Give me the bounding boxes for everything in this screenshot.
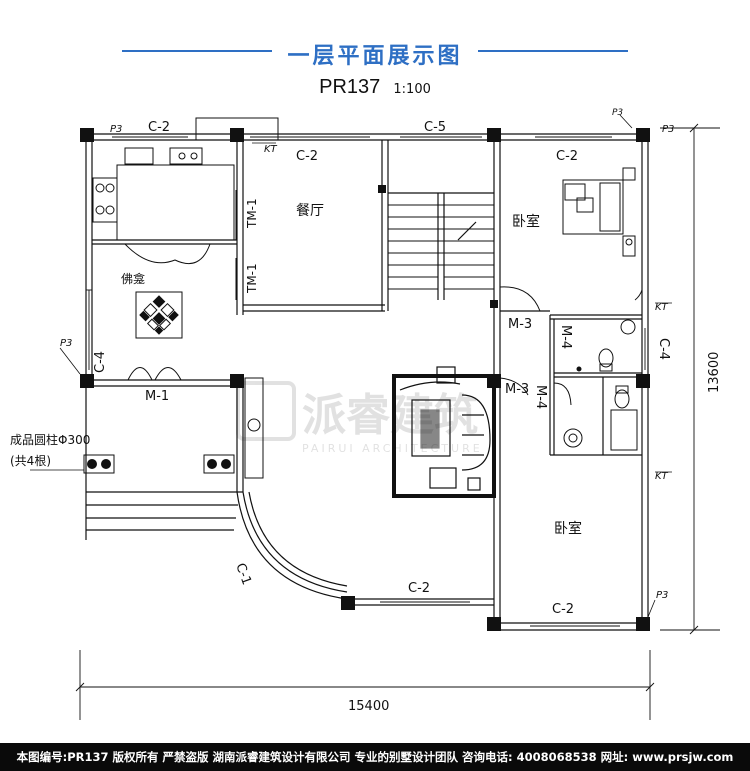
kitchen-island xyxy=(116,164,235,241)
door-tm1-upper: TM-1 xyxy=(245,198,259,229)
window-c2-bed-top: C-2 xyxy=(556,149,578,164)
porch-round-columns xyxy=(83,454,235,474)
dimension-lines xyxy=(75,123,720,720)
plan-scale: 1:100 xyxy=(393,82,431,97)
title-rule-right xyxy=(478,50,628,52)
watermark-logo-icon xyxy=(236,381,296,441)
washbasin-icon xyxy=(620,319,636,335)
dimension-height: 13600 xyxy=(707,352,722,393)
plan-code-row: PR137 1:100 xyxy=(0,76,750,99)
door-m4-lower: M-4 xyxy=(533,385,548,409)
marker-kt-right-upper: KT xyxy=(655,302,669,313)
leader-lines xyxy=(30,114,672,618)
room-shrine: 佛龛 xyxy=(121,272,145,286)
floor-plan: 派睿建筑 PAIRUI ARCHITECTURE xyxy=(10,108,722,720)
stair-treads xyxy=(388,204,494,290)
bay-arc-inner2 xyxy=(248,491,348,587)
window-c2-bottom: C-2 xyxy=(408,581,430,596)
window-c2-bed-bottom: C-2 xyxy=(552,602,574,617)
room-dining: 餐厅 xyxy=(296,203,324,219)
marker-p3-left: P3 xyxy=(60,338,72,349)
stair-arrow-icon xyxy=(457,221,477,241)
watermark-cn: 派睿建筑 xyxy=(302,390,478,441)
shrine-icon xyxy=(135,291,183,339)
toilet2-icon xyxy=(614,389,630,409)
kitchen-fixtures xyxy=(92,147,235,264)
door-m3-lower: M-3 xyxy=(505,382,529,397)
basin2-icon xyxy=(563,428,583,448)
bathroom-fixtures xyxy=(563,319,638,451)
window-c4-left: C-4 xyxy=(93,351,108,373)
labels: 餐厅 卧室 卧室 佛龛 C-2 C-5 C-2 C-2 C-2 C-2 C-4 … xyxy=(10,108,722,714)
marker-kt-top: KT xyxy=(264,144,278,155)
window-c1-curve: C-1 xyxy=(232,561,254,587)
door-tm1-lower: TM-1 xyxy=(245,263,259,294)
window-c2-kitchen: C-2 xyxy=(296,149,318,164)
marker-p3-top-left: P3 xyxy=(110,124,122,135)
marker-p3-top-right-small: P3 xyxy=(612,108,623,118)
column-note-line2: (共4根) xyxy=(10,454,51,468)
bay-arc-inner xyxy=(242,491,348,593)
marker-p3-bottom-right: P3 xyxy=(656,590,668,601)
dining-curve xyxy=(124,243,211,264)
shower-icon xyxy=(610,409,638,451)
column-note-line1: 成品圆柱Φ300 xyxy=(10,432,90,447)
stove-icon xyxy=(92,177,118,223)
sofa-icon xyxy=(392,366,496,498)
footer-bar: 本图编号:PR137 版权所有 严禁盗版 湖南派睿建筑设计有限公司 专业的别墅设… xyxy=(0,743,750,771)
sink-icon xyxy=(124,147,154,165)
room-bedroom-bottom: 卧室 xyxy=(554,520,582,537)
room-bedroom-top: 卧室 xyxy=(512,213,540,230)
page-title: 一层平面展示图 xyxy=(287,44,463,69)
bed-icon xyxy=(562,167,636,257)
dimension-width: 15400 xyxy=(348,699,389,714)
windows xyxy=(86,133,646,627)
marker-kt-right-lower: KT xyxy=(655,471,669,482)
bay-arc-outer xyxy=(236,491,348,600)
page-title-wrap: 一层平面展示图 xyxy=(0,38,750,70)
door-m1-icon xyxy=(127,367,182,381)
marker-p3-top-right: P3 xyxy=(662,124,674,135)
window-c5-top: C-5 xyxy=(424,120,446,135)
door-m4-upper: M-4 xyxy=(558,325,573,349)
door-m3-upper: M-3 xyxy=(508,317,532,332)
window-c4-right: C-4 xyxy=(656,338,671,360)
plan-code: PR137 xyxy=(319,76,381,98)
toilet-icon xyxy=(598,348,614,368)
title-rule-left xyxy=(122,50,272,52)
sink2-icon xyxy=(169,147,203,165)
window-c2-topleft: C-2 xyxy=(148,120,170,135)
door-m1: M-1 xyxy=(145,389,169,404)
door-swings xyxy=(499,286,643,406)
watermark: 派睿建筑 PAIRUI ARCHITECTURE xyxy=(236,381,480,455)
columns xyxy=(80,128,650,631)
porch-lounge-icon xyxy=(244,377,264,479)
